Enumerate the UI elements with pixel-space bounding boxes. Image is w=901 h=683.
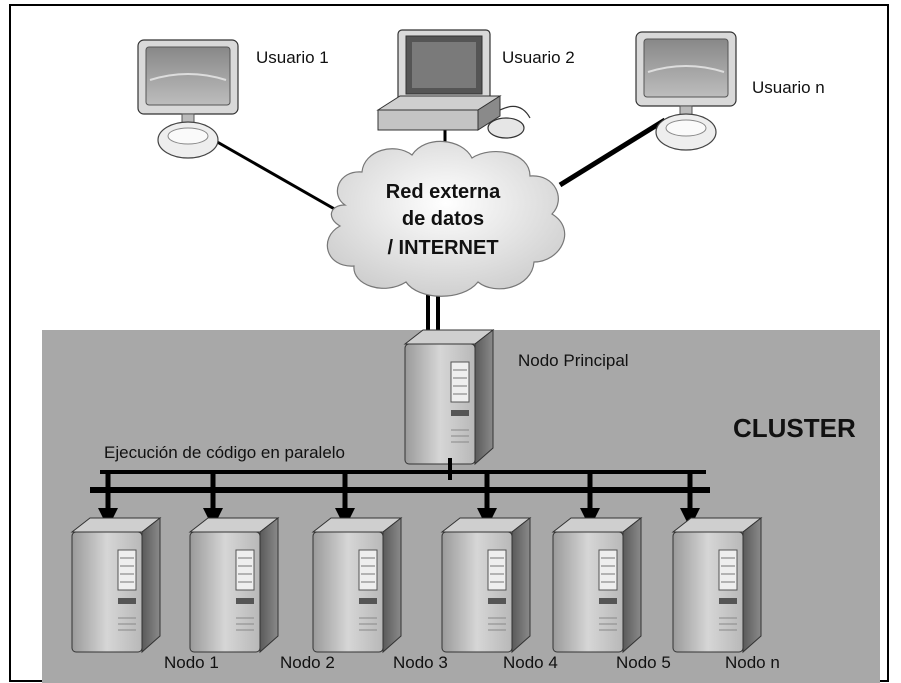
- internet-cloud-icon: [326, 140, 566, 297]
- node4-server-icon: [441, 517, 531, 653]
- node3-label: Nodo 3: [393, 653, 448, 672]
- user1-computer-icon: [137, 39, 239, 159]
- node5-label: Nodo 5: [616, 653, 671, 672]
- node1-label: Nodo 1: [164, 653, 219, 672]
- node4-label: Nodo 4: [503, 653, 558, 672]
- cloud-label-line3: / INTERNET: [387, 237, 498, 259]
- cluster-title: CLUSTER: [733, 413, 856, 443]
- node1-server-icon: [71, 517, 161, 653]
- node5-server-icon: [552, 517, 642, 653]
- usern-computer-icon: [635, 31, 737, 151]
- node3-server-icon: [312, 517, 402, 653]
- cloud-label-line1: Red externa: [386, 181, 501, 203]
- cloud-label-line2: de datos: [402, 208, 484, 230]
- link-user1-cloud: [204, 133, 346, 217]
- user2-label: Usuario 2: [502, 48, 575, 67]
- noden-label: Nodo n: [725, 653, 780, 672]
- main-node-server-icon: [404, 329, 494, 465]
- noden-server-icon: [672, 517, 762, 653]
- main-node-label: Nodo Principal: [518, 351, 629, 370]
- node2-server-icon: [189, 517, 279, 653]
- parallel-execution-label: Ejecución de código en paralelo: [104, 443, 345, 462]
- user1-label: Usuario 1: [256, 48, 329, 67]
- link-usern-cloud: [558, 117, 667, 188]
- user2-computer-icon: [376, 29, 531, 139]
- arrow-noden: [680, 472, 700, 528]
- usern-label: Usuario n: [752, 78, 825, 97]
- node2-label: Nodo 2: [280, 653, 335, 672]
